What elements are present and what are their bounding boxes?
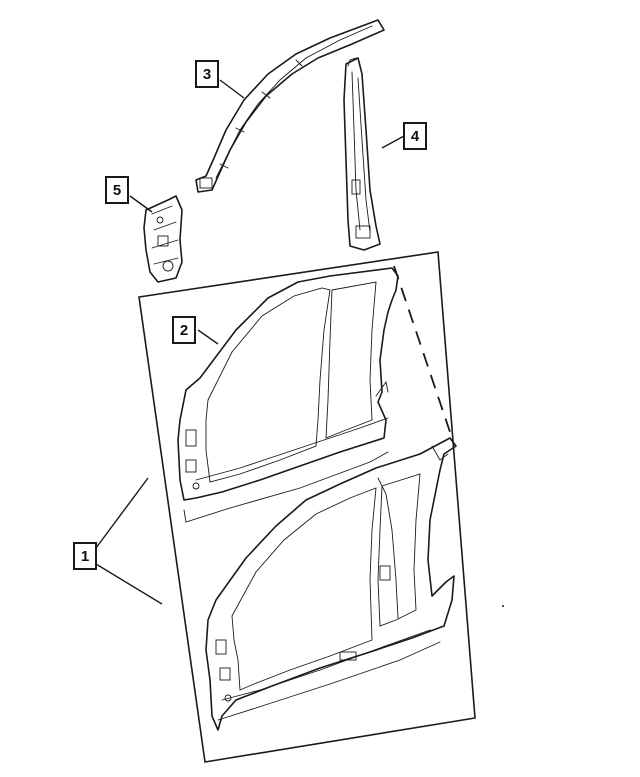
leader-line-1b [95, 563, 163, 605]
callout-1-label: 1 [81, 548, 89, 565]
leader-line-3 [219, 79, 245, 99]
callout-5-label: 5 [113, 182, 121, 199]
inner-aperture-panel-icon [177, 267, 399, 523]
callout-3: 3 [195, 60, 219, 88]
leader-line-5 [129, 195, 153, 213]
callout-5: 5 [105, 176, 129, 204]
assembly-frame [138, 251, 476, 763]
callout-4-label: 4 [411, 128, 420, 145]
roof-rail-reinforcement-icon [195, 19, 385, 193]
callout-3-label: 3 [203, 66, 211, 83]
callout-4: 4 [403, 122, 427, 150]
alignment-dashed-line [393, 265, 451, 433]
leader-line-2 [197, 329, 219, 345]
callout-2: 2 [172, 316, 196, 344]
leader-line-1a [95, 477, 149, 549]
side-aperture-assembly-icon [205, 437, 457, 731]
b-pillar-reinforcement-icon [343, 57, 381, 251]
callout-1: 1 [73, 542, 97, 570]
a-pillar-bracket-icon [143, 195, 183, 283]
leader-line-4 [381, 135, 405, 149]
stray-mark [502, 605, 504, 607]
callout-2-label: 2 [180, 322, 188, 339]
